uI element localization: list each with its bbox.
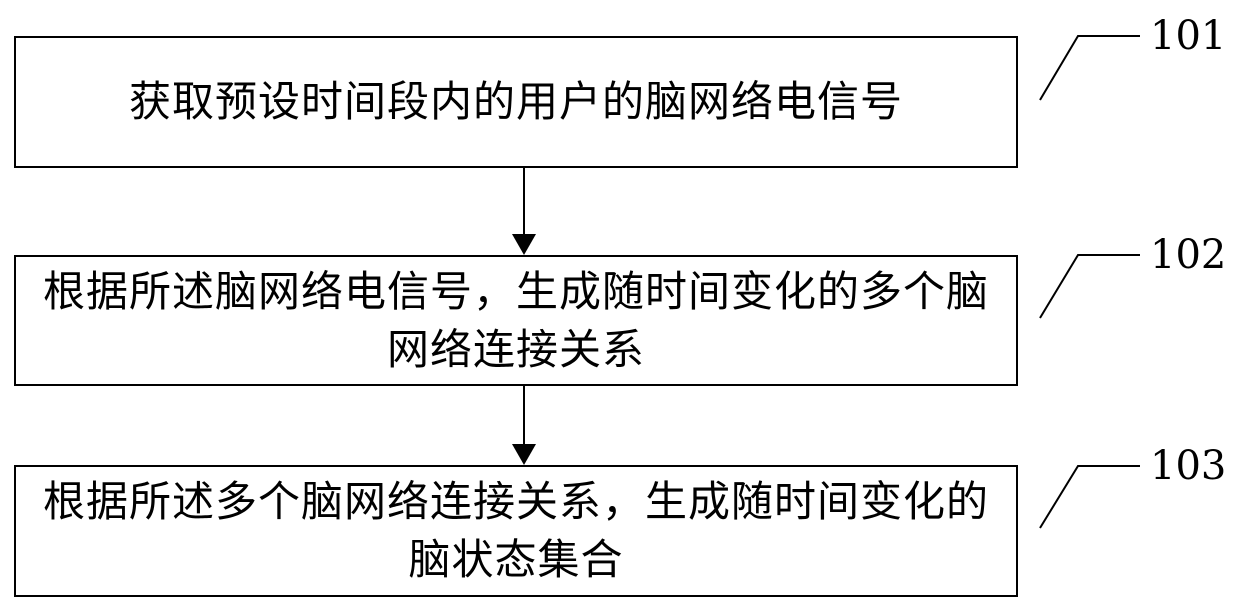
leader-line-101 bbox=[1040, 36, 1140, 100]
step-box-103: 根据所述多个脑网络连接关系，生成随时间变化的脑状态集合 bbox=[14, 465, 1018, 597]
step-box-101: 获取预设时间段内的用户的脑网络电信号 bbox=[14, 36, 1018, 168]
step-number-103: 103 bbox=[1150, 444, 1226, 488]
step-text-102: 根据所述脑网络电信号，生成随时间变化的多个脑网络连接关系 bbox=[36, 263, 996, 379]
arrowhead-102-to-103 bbox=[512, 444, 536, 465]
step-number-101: 101 bbox=[1150, 14, 1226, 58]
leader-line-102 bbox=[1040, 255, 1140, 318]
step-text-103: 根据所述多个脑网络连接关系，生成随时间变化的脑状态集合 bbox=[36, 473, 996, 589]
step-box-102: 根据所述脑网络电信号，生成随时间变化的多个脑网络连接关系 bbox=[14, 255, 1018, 386]
leader-line-103 bbox=[1040, 466, 1140, 528]
step-number-102: 102 bbox=[1150, 233, 1226, 277]
arrowhead-101-to-102 bbox=[512, 234, 536, 255]
step-text-101: 获取预设时间段内的用户的脑网络电信号 bbox=[36, 73, 996, 131]
